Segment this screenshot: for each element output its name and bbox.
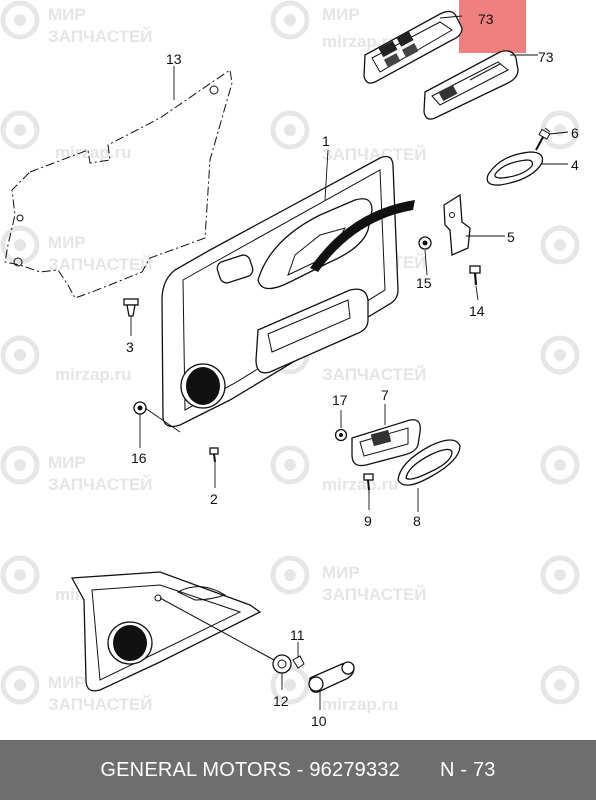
parts-diagram: МИР ЗАПЧАСТЕЙ МИР mirzap.ru mirzap.ru ЗА…	[0, 0, 580, 729]
watermark-line2: ЗАПЧАСТЕЙ	[48, 255, 153, 274]
watermark-logo	[0, 110, 40, 150]
part-73-switch-lower	[423, 50, 519, 120]
part-3-push-pin	[123, 298, 139, 317]
watermark-line1: МИР	[322, 563, 360, 582]
speaker-grille	[186, 367, 220, 405]
watermark-line1: МИР	[48, 233, 86, 252]
part-5-bracket	[443, 193, 471, 256]
watermark-line2: ЗАПЧАСТЕЙ	[322, 585, 427, 604]
highlight-box	[459, 0, 526, 53]
watermark-logo	[0, 555, 40, 595]
watermark-url: mirzap.ru	[55, 365, 132, 384]
part-2-screw	[209, 447, 219, 463]
watermark-line2: ЗАПЧАСТЕЙ	[322, 145, 427, 164]
watermark-logo	[0, 0, 40, 40]
callout-10: 10	[311, 713, 327, 729]
speaker-grille	[113, 625, 147, 661]
watermark-line1: МИР	[48, 453, 86, 472]
watermark-logo	[270, 555, 310, 595]
callout-15: 15	[416, 275, 432, 291]
watermark-logo	[540, 445, 580, 485]
callout-7: 7	[381, 387, 389, 403]
watermark-line1: МИР	[48, 673, 86, 692]
callout-4: 4	[571, 157, 579, 173]
watermark-line1: МИР	[322, 5, 360, 24]
watermark-logo	[0, 335, 40, 375]
watermark-logo	[0, 225, 40, 265]
watermark-logo	[540, 225, 580, 265]
callouts: 13 1 73 73 6 4 5 15 14 3 16 2 17 7 9 8 1…	[126, 11, 579, 729]
watermark-logo	[540, 335, 580, 375]
footer-bar: GENERAL MOTORS - 96279332 N - 73	[0, 740, 596, 800]
part-13-hole	[13, 257, 23, 267]
callout-14: 14	[469, 303, 485, 319]
part-14-screw	[469, 265, 481, 286]
watermark-logo	[0, 665, 40, 705]
part-13-film	[4, 69, 233, 299]
part-17-clip	[334, 428, 348, 442]
watermark-line2: ЗАПЧАСТЕЙ	[48, 27, 153, 46]
part-12-escutcheon	[272, 654, 292, 674]
callout-73-highlighted: 73	[478, 11, 494, 27]
part-15-clip	[418, 236, 432, 250]
callout-12: 12	[273, 693, 289, 709]
watermark-url: mirzap.ru	[322, 475, 399, 494]
callout-73: 73	[538, 49, 554, 65]
watermark-logo	[540, 665, 580, 705]
watermark-line2: ЗАПЧАСТЕЙ	[322, 365, 427, 384]
part-1-door-trim	[161, 155, 399, 428]
watermark-url: mirzap.ru	[322, 32, 399, 51]
part-6-screw	[535, 127, 551, 151]
part-13-hole	[209, 85, 219, 95]
watermark-line2: ЗАПЧАСТЕЙ	[48, 475, 153, 494]
part-10-window-crank	[308, 661, 355, 693]
callout-11: 11	[290, 627, 305, 643]
watermark-url: mirzap.ru	[322, 695, 399, 714]
watermark-logo	[270, 445, 310, 485]
watermark-url: mirzap.ru	[55, 143, 132, 162]
watermark-layer: МИР ЗАПЧАСТЕЙ МИР mirzap.ru mirzap.ru ЗА…	[0, 0, 580, 714]
callout-13: 13	[166, 51, 182, 67]
callout-1: 1	[322, 133, 330, 149]
callout-3: 3	[126, 339, 134, 355]
assembly-guide-line	[159, 597, 275, 661]
callout-6: 6	[571, 125, 579, 141]
watermark-logo	[270, 110, 310, 150]
watermark-logo	[540, 555, 580, 595]
part-4-bezel	[486, 151, 544, 186]
callout-2: 2	[210, 491, 218, 507]
part-inset-door-lower	[70, 571, 262, 692]
part-7-inside-handle	[351, 419, 421, 467]
callout-5: 5	[507, 229, 515, 245]
watermark-line2: ЗАПЧАСТЕЙ	[48, 695, 153, 714]
part-8-handle-bezel	[397, 439, 461, 486]
callout-9: 9	[364, 513, 372, 529]
part-73-switch-upper	[363, 10, 463, 84]
watermark-logo	[270, 0, 310, 40]
watermark-logo	[0, 445, 40, 485]
callout-16: 16	[131, 450, 147, 466]
pointer-arrow	[310, 200, 415, 272]
leader-lines	[130, 15, 569, 710]
footer-brand-part-number: GENERAL MOTORS - 96279332	[100, 758, 400, 781]
part-9-screw	[363, 473, 374, 491]
watermark-line1: МИР	[48, 5, 86, 24]
part-13-hole	[16, 214, 24, 222]
footer-position-code: N - 73	[439, 758, 496, 781]
part-16-clip	[133, 401, 147, 415]
callout-17: 17	[332, 392, 348, 408]
callout-8: 8	[413, 513, 421, 529]
